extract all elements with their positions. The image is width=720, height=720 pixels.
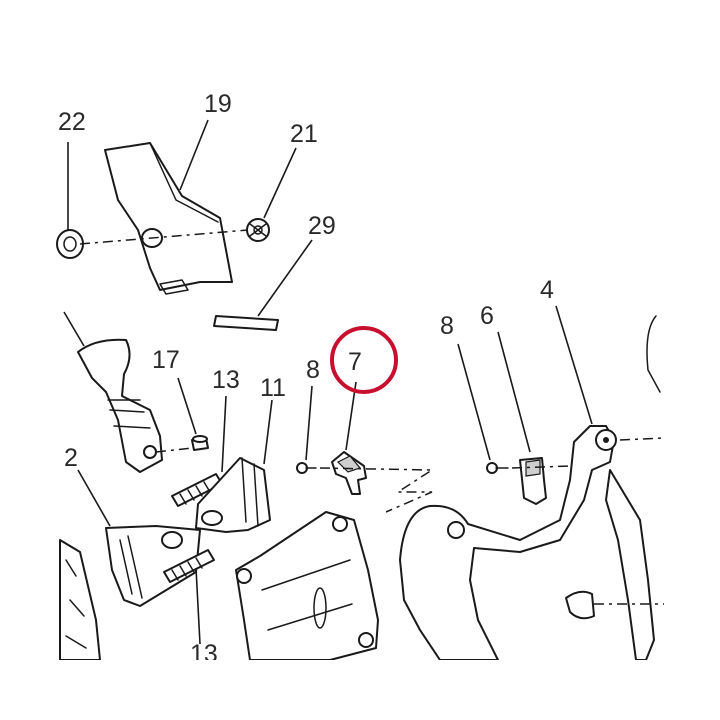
part-22-washer xyxy=(56,142,84,259)
part-6-clip xyxy=(497,331,571,505)
highlight-circle xyxy=(330,326,398,394)
callout-8-left: 8 xyxy=(306,356,320,384)
part-right-edge xyxy=(565,315,665,661)
callout-19: 19 xyxy=(204,90,232,118)
part-19-cover xyxy=(104,119,233,295)
bottom-margin xyxy=(0,660,720,720)
callout-13-upper: 13 xyxy=(212,366,240,394)
part-11-bracket xyxy=(195,399,273,533)
callout-2: 2 xyxy=(64,444,78,472)
part-8-screw-left xyxy=(296,385,317,474)
part-29-pin xyxy=(213,239,313,331)
callout-7[interactable]: 7 xyxy=(348,348,362,376)
part-13-spring-lower xyxy=(163,549,215,645)
part-2-hinge-plate xyxy=(77,469,201,607)
callout-22: 22 xyxy=(58,108,86,136)
callout-21: 21 xyxy=(290,120,318,148)
callout-11: 11 xyxy=(260,374,286,402)
callout-8-right: 8 xyxy=(440,312,454,340)
part-housing xyxy=(235,511,379,661)
part-21-nut xyxy=(246,147,297,242)
callout-17: 17 xyxy=(152,346,180,374)
part-17-bushing xyxy=(155,377,209,453)
part-lever-arm xyxy=(399,305,617,661)
callout-4: 4 xyxy=(540,276,554,304)
callout-29: 29 xyxy=(308,212,336,240)
part-left-edge xyxy=(59,539,101,661)
part-8-screw-right xyxy=(457,343,509,474)
callout-6: 6 xyxy=(480,302,494,330)
part-7-clip[interactable] xyxy=(331,381,367,495)
part-lever xyxy=(63,311,163,473)
